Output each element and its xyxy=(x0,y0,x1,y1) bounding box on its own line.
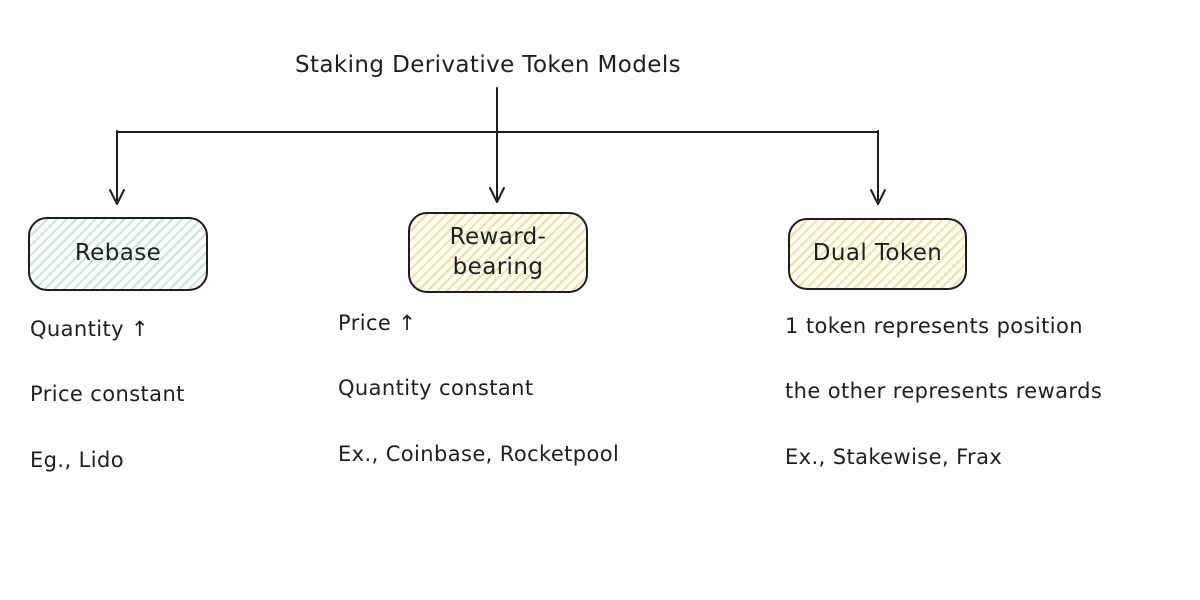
arrow-to-dual-token xyxy=(870,130,886,205)
arrow-to-rebase xyxy=(109,130,125,205)
dual-detail-other: the other represents rewards xyxy=(785,379,1103,404)
reward-detail-price: Price ↑ xyxy=(338,311,417,335)
rebase-detail-price: Price constant xyxy=(30,382,185,407)
node-dual-token: Dual Token xyxy=(788,218,967,290)
rebase-detail-quantity: Quantity ↑ xyxy=(30,317,150,341)
rebase-details: Quantity ↑ Price constant Eg., Lido xyxy=(30,316,185,474)
dual-detail-token: 1 token represents position xyxy=(785,314,1083,338)
rebase-detail-example: Eg., Lido xyxy=(30,447,124,472)
node-rebase-label: Rebase xyxy=(74,240,162,267)
diagram-title: Staking Derivative Token Models xyxy=(295,52,681,78)
node-rebase: Rebase xyxy=(28,217,208,291)
reward-bearing-details: Price ↑ Quantity constant Ex., Coinbase,… xyxy=(338,310,619,468)
reward-detail-quantity: Quantity constant xyxy=(338,376,534,401)
dual-token-details: 1 token represents position the other re… xyxy=(785,313,1102,471)
node-reward-bearing-label: Reward-bearing xyxy=(449,223,547,280)
reward-detail-example: Ex., Coinbase, Rocketpool xyxy=(338,441,620,466)
node-dual-token-label: Dual Token xyxy=(812,240,943,267)
root-connector xyxy=(116,87,879,201)
dual-detail-example: Ex., Stakewise, Frax xyxy=(785,444,1003,469)
node-reward-bearing: Reward-bearing xyxy=(408,212,588,293)
arrow-to-reward-bearing xyxy=(489,187,505,203)
